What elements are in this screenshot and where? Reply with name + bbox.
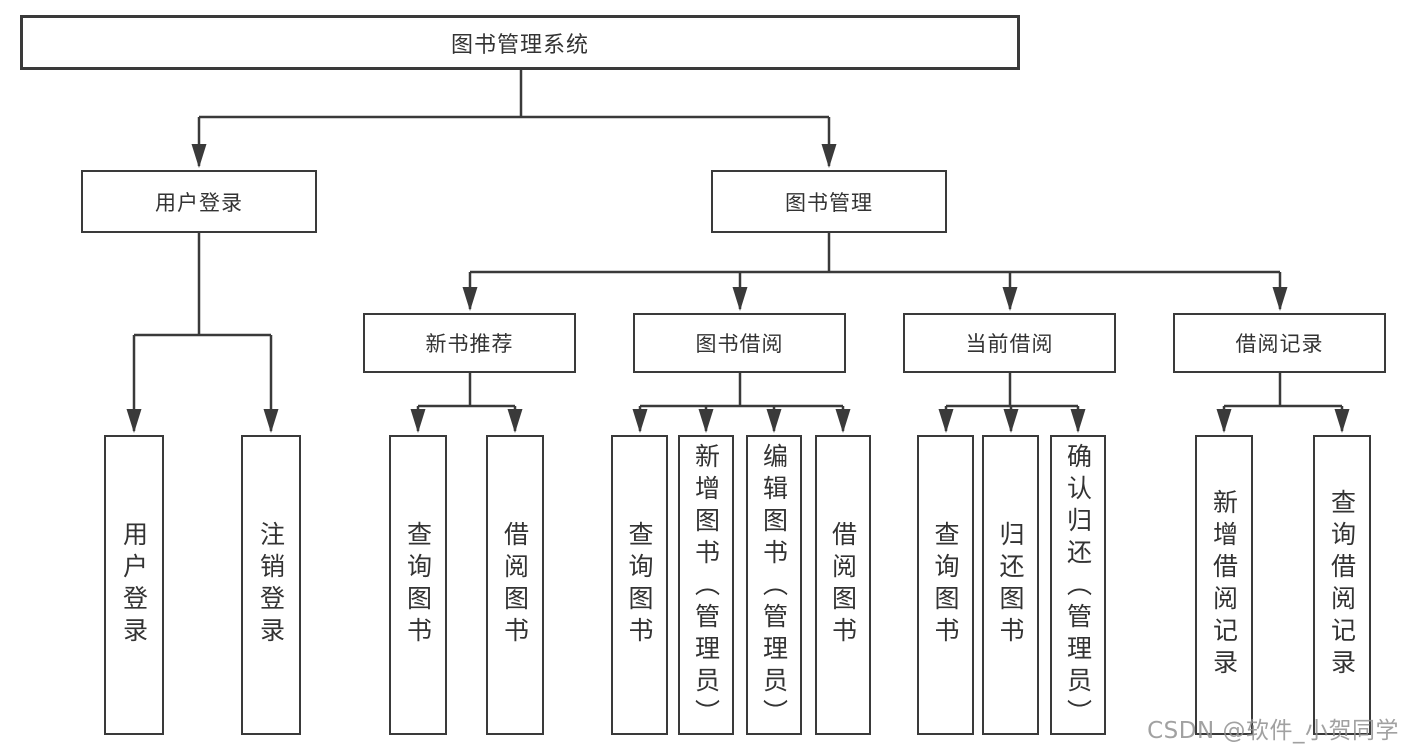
node-user-login-branch: 用户登录 <box>81 170 317 233</box>
node-book-management-branch: 图书管理 <box>711 170 947 233</box>
node-logout: 注销登录 <box>241 435 301 735</box>
node-borrow-books-recommend: 借阅图书 <box>486 435 544 735</box>
node-book-borrow: 图书借阅 <box>633 313 846 373</box>
arrowheads-user-login-leaves <box>126 409 279 433</box>
node-add-book-admin: 新增图书（管理员） <box>678 435 734 735</box>
connector-book-borrow <box>638 373 845 431</box>
arrowheads-level2 <box>191 144 837 168</box>
node-current-borrow: 当前借阅 <box>903 313 1116 373</box>
node-library-system: 图书管理系统 <box>20 15 1020 70</box>
node-query-books-borrow: 查询图书 <box>611 435 668 735</box>
node-user-login: 用户登录 <box>104 435 164 735</box>
csdn-watermark: CSDN @软件_小贺同学 <box>1147 718 1399 744</box>
node-edit-book-admin: 编辑图书（管理员） <box>746 435 802 735</box>
connector-user-login-branch <box>132 233 273 431</box>
connector-current-borrow <box>944 373 1080 431</box>
connector-book-management-branch <box>468 233 1282 309</box>
node-add-borrow-record: 新增借阅记录 <box>1195 435 1253 735</box>
node-query-books-recommend: 查询图书 <box>389 435 447 735</box>
node-query-books-current: 查询图书 <box>917 435 974 735</box>
node-return-books: 归还图书 <box>982 435 1039 735</box>
node-borrow-records: 借阅记录 <box>1173 313 1386 373</box>
connector-root-to-level2 <box>197 70 831 166</box>
node-borrow-books: 借阅图书 <box>815 435 871 735</box>
connector-new-book-recommend <box>416 373 517 431</box>
node-new-book-recommend: 新书推荐 <box>363 313 576 373</box>
node-query-borrow-record: 查询借阅记录 <box>1313 435 1371 735</box>
arrowheads-level3 <box>462 287 1288 311</box>
arrowheads-leaves <box>410 409 1350 433</box>
node-confirm-return-admin: 确认归还（管理员） <box>1050 435 1106 735</box>
connector-borrow-records <box>1222 373 1344 431</box>
